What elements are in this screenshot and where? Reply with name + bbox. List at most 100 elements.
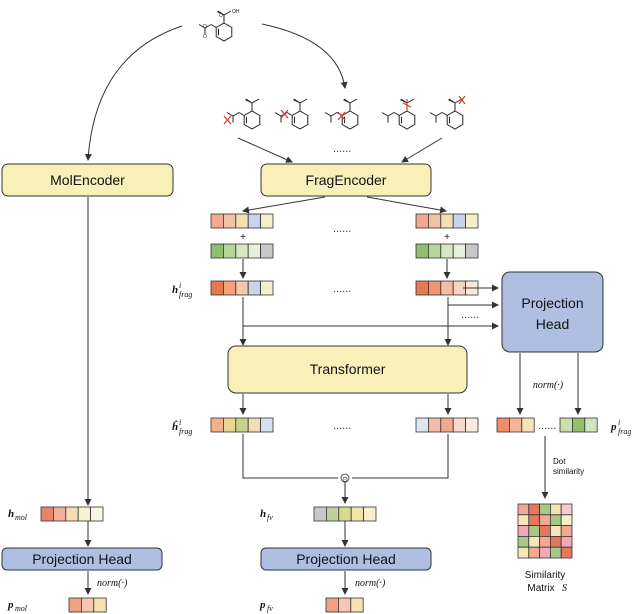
fragment-molecule	[274, 98, 309, 130]
similarity-cell	[528, 525, 540, 537]
vector-cell	[440, 213, 454, 229]
similarity-cell	[560, 514, 573, 526]
h-frag-label: h i frag	[172, 281, 192, 299]
projection-head-right-block: Projection Head	[501, 271, 604, 353]
vector-cell	[440, 243, 454, 259]
vector-cell	[440, 280, 454, 296]
vector-cell	[452, 417, 467, 433]
vector-cell	[247, 417, 261, 433]
similarity-symbol: S	[562, 583, 567, 594]
vector-cell	[363, 506, 377, 522]
atom-o-label: O	[219, 13, 223, 19]
vector-cell	[427, 417, 442, 433]
atom-o-label: O	[203, 34, 207, 40]
svg-text:fv: fv	[267, 604, 273, 613]
norm-label-middle: norm(·)	[355, 578, 386, 589]
similarity-cell	[550, 514, 562, 526]
vector-cell	[247, 243, 261, 259]
frag-embedding-vector	[210, 213, 274, 229]
vector-cell	[521, 417, 535, 433]
vector-cell	[235, 280, 249, 296]
vector-cell	[337, 597, 352, 613]
vector-cell	[465, 213, 479, 229]
vector-cell	[313, 506, 327, 522]
svg-text:h: h	[260, 508, 266, 520]
h-mol-label: h mol	[8, 508, 28, 522]
similarity-cell	[550, 503, 562, 516]
projection-input-ellipsis: ......	[461, 309, 479, 321]
vector-cell	[222, 417, 237, 433]
vector-cell	[235, 417, 249, 433]
similarity-cell	[539, 503, 551, 516]
vector-cell	[77, 506, 91, 522]
similarity-cell	[517, 536, 530, 548]
transformer-block: Transformer	[227, 345, 468, 394]
fragment-molecule	[429, 95, 466, 130]
p-frag-ellipsis: ......	[538, 420, 556, 432]
vector-cell	[415, 213, 429, 229]
h-fv-label: h fv	[260, 508, 273, 522]
odot-symbol: ⊙	[342, 477, 348, 484]
svg-text:mol: mol	[15, 513, 28, 522]
plus-sign: +	[240, 232, 246, 243]
svg-text:i: i	[179, 418, 181, 427]
atom-o-label: O	[203, 24, 207, 30]
svg-text:mol: mol	[15, 604, 28, 613]
svg-text:ĥ: ĥ	[172, 420, 178, 433]
vector-cell	[260, 280, 274, 296]
plus-sign: +	[444, 232, 450, 243]
vector-cell	[440, 417, 454, 433]
vector-cell	[572, 417, 586, 433]
vector-cell	[93, 597, 107, 613]
vector-cell	[65, 506, 79, 522]
vector-cell	[40, 506, 54, 522]
molencoder-label: MolEncoder	[50, 172, 125, 188]
vector-cell	[222, 213, 237, 229]
connector-line	[242, 434, 338, 479]
vector-cell	[325, 597, 339, 613]
similarity-matrix	[517, 503, 573, 559]
svg-text:i: i	[179, 281, 181, 290]
svg-text:Head: Head	[536, 316, 569, 332]
h-hat-frag-vector	[415, 417, 479, 433]
vector-cell	[90, 506, 104, 522]
arrow-mol-to-molencoder	[84, 25, 183, 161]
fragment-molecule	[324, 98, 359, 130]
vector-cell	[260, 243, 274, 259]
similarity-cell	[539, 546, 551, 559]
positional-embedding-vector	[415, 243, 479, 259]
similarity-label: Similarity	[525, 570, 566, 581]
similarity-cell	[517, 514, 530, 526]
svg-text:frag: frag	[179, 427, 192, 436]
vector-cell	[427, 243, 442, 259]
similarity-cell	[550, 536, 562, 548]
svg-text:Projection Head: Projection Head	[296, 551, 396, 567]
vector-cell	[53, 506, 67, 522]
vector-cell	[235, 213, 249, 229]
similarity-cell	[560, 525, 573, 537]
similarity-cell	[539, 514, 551, 526]
vector-cell	[415, 280, 429, 296]
svg-text:frag: frag	[179, 290, 192, 299]
positional-embedding-vector	[210, 243, 274, 259]
vector-cell	[465, 243, 479, 259]
similarity-cell	[560, 503, 573, 516]
svg-text:i: i	[618, 418, 620, 427]
h-hat-frag-label: ĥ i frag	[172, 418, 192, 436]
vector-cell	[427, 280, 442, 296]
similarity-cell	[517, 546, 530, 559]
svg-text:fv: fv	[267, 513, 273, 522]
similarity-cell	[560, 536, 573, 548]
projection-head-left-block: Projection Head	[1, 547, 163, 571]
arrow-fragments-to-fragencoder	[237, 137, 293, 163]
svg-text:Projection: Projection	[521, 295, 583, 311]
vectors-ellipsis: ......	[333, 223, 351, 235]
vector-cell	[452, 243, 467, 259]
projection-head-middle-block: Projection Head	[260, 547, 432, 571]
dot-similarity-label: similarity	[553, 467, 584, 476]
vector-cell	[260, 417, 274, 433]
connector-line	[352, 434, 449, 479]
norm-label-left: norm(·)	[97, 578, 128, 589]
similarity-label: Matrix	[527, 583, 554, 594]
